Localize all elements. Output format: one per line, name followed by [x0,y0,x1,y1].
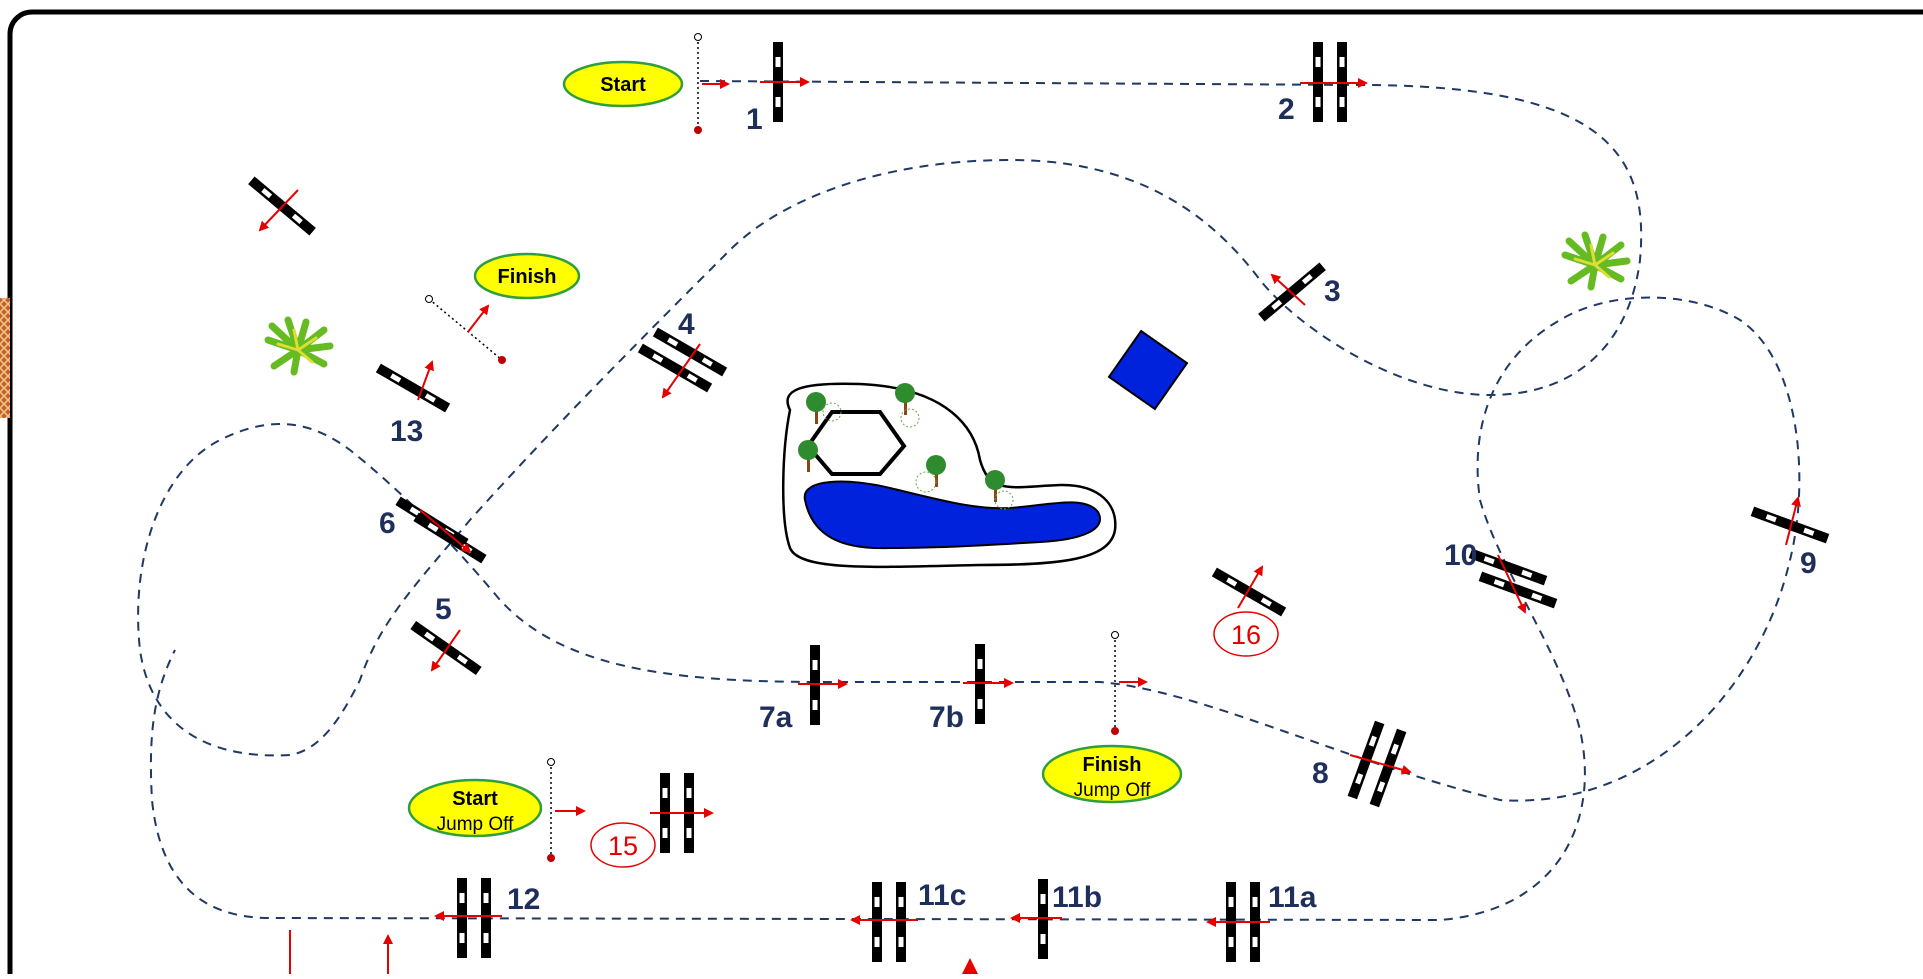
number-label: 7b [929,701,964,734]
obstacle-10 [1468,548,1558,614]
number-label: 1 [746,103,763,136]
obstacle-11b [1010,879,1062,959]
number-label: 8 [1312,757,1329,790]
number-label: 9 [1800,547,1817,580]
obstacle-3 [1258,262,1326,322]
shrub-icon [822,402,1014,510]
obstacle-1 [760,42,810,122]
number-label: 13 [390,415,423,448]
number-label: 6 [379,507,396,540]
jumpoff-finish-line2: Jump Off [1074,780,1151,801]
number-label: 3 [1324,275,1341,308]
number-label: 4 [678,308,695,341]
number-label: 2 [1278,93,1295,126]
obstacle-13 [375,360,451,413]
jumpoff-start-marker: Start Jump Off [407,758,586,862]
obstacle-11a [1206,882,1270,962]
course-route [137,80,1801,922]
plant-icon [264,231,1631,376]
jumpoff-number-15: 15 [590,822,656,868]
jumpoff-start-line1: Start [452,788,498,810]
entry-gate [0,298,10,418]
jumpoff-finish-line1: Finish [1083,754,1142,776]
obstacle-5 [410,620,482,676]
tree-icon [798,383,1005,502]
obstacle-15 [650,773,714,853]
number-label: 11a [1268,881,1317,914]
obstacle-12 [434,878,502,958]
finish-label: Finish [498,266,557,288]
number-label: 12 [507,883,540,916]
obstacle-2 [1300,42,1368,122]
jumpoff-start-line2: Jump Off [437,814,514,835]
number-label: 7a [759,701,793,734]
obstacle-6 [395,496,487,564]
obstacle-9 [1750,496,1830,546]
number-label: 5 [435,593,452,626]
number-label: 15 [608,831,638,861]
bottom-red-markers [289,930,978,974]
obstacle-7b [963,644,1014,724]
obstacle-unnumbered [248,176,316,236]
start-marker: Start [562,33,730,134]
start-label: Start [600,74,646,96]
obstacle-16 [1211,565,1287,617]
number-label: 11c [918,879,966,912]
obstacle-11c [850,882,918,962]
island [782,382,1117,569]
jumpoff-finish-marker: Finish Jump Off [1041,631,1183,804]
blue-box-obstacle [1107,329,1189,411]
obstacle-8 [1347,720,1412,808]
number-label: 10 [1444,539,1477,572]
number-label: 16 [1231,620,1261,650]
jumpoff-number-16: 16 [1213,611,1279,657]
pond [803,480,1101,550]
obstacle-7a [798,645,848,725]
obstacle-4 [637,327,728,399]
finish-marker: Finish [425,252,581,364]
number-label: 11b [1052,881,1102,914]
